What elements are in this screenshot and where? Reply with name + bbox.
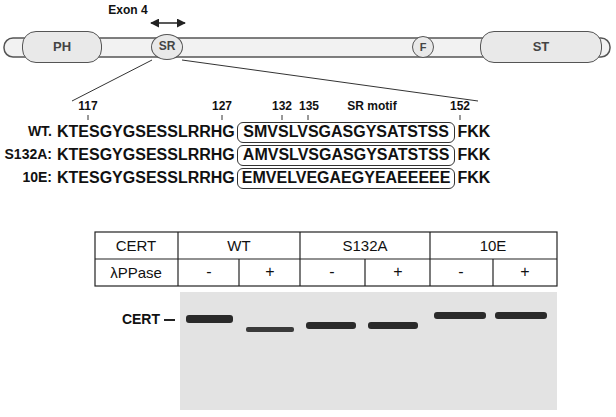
st-domain: ST: [480, 31, 602, 63]
sequence: KTESGYGSESSLRRHG: [57, 169, 235, 187]
band-label: CERT: [122, 312, 160, 327]
sequence: FKK: [457, 146, 490, 164]
sr-domain: SR: [151, 34, 183, 60]
zoom-line: [182, 60, 478, 101]
band: [246, 327, 294, 332]
exon-arrow: [151, 22, 185, 24]
residue-number: 135: [299, 100, 319, 113]
sequence: FKK: [457, 123, 490, 141]
domain-name: SR: [159, 40, 176, 53]
zoom-line: [72, 60, 152, 101]
tick: [460, 115, 461, 120]
band: [186, 315, 233, 323]
domain-name: ST: [533, 40, 550, 54]
exon-label: Exon 4: [108, 4, 147, 17]
table-cell: -: [458, 263, 463, 281]
band: [368, 322, 418, 329]
table-cell: -: [329, 263, 334, 281]
blot-background: [180, 292, 557, 410]
construct-name: S132A:: [5, 147, 52, 162]
table-grid: [95, 232, 557, 286]
sequence-motif: EMVELVEGAEGYEAEEEEE: [242, 169, 451, 187]
tick: [282, 115, 283, 120]
table-rule: [299, 232, 300, 286]
table-rule: [238, 259, 239, 286]
domain-name: PH: [53, 40, 71, 54]
table-rule: [364, 259, 365, 286]
tick: [308, 115, 309, 120]
table-cell: 10E: [480, 238, 507, 255]
sequence: KTESGYGSESSLRRHG: [57, 123, 235, 141]
sequence: KTESGYGSESSLRRHG: [57, 146, 235, 164]
table-cell: WT: [227, 238, 250, 255]
motif-box: EMVELVEGAEGYEAEEEEE: [237, 168, 456, 189]
table-rule: [177, 232, 178, 286]
construct-name: WT.: [28, 124, 52, 139]
blot-bands: [186, 312, 547, 332]
table-border: [95, 232, 557, 286]
band: [495, 312, 547, 319]
f-motif: F: [412, 36, 434, 58]
table-rule: [492, 259, 493, 286]
motif-box: SMVSLVSGASGYSATSTSS: [237, 122, 456, 143]
residue-number: 127: [212, 100, 232, 113]
band: [434, 312, 486, 319]
residue-number: 152: [450, 100, 470, 113]
ph-domain: PH: [22, 31, 102, 63]
table-cell: +: [520, 263, 529, 281]
band: [306, 322, 356, 329]
motif-box: AMVSLVSGASGYSATSTSS: [237, 145, 456, 166]
table-cell: -: [206, 263, 211, 281]
position-ticks: [88, 115, 460, 120]
motif-label: SR motif: [347, 100, 396, 113]
residue-number: 132: [272, 100, 292, 113]
table-rule: [95, 258, 557, 259]
domain-name: F: [420, 41, 427, 53]
table-cell: +: [265, 263, 274, 281]
band-marker: [164, 319, 175, 321]
construct-name: 10E:: [22, 170, 52, 185]
residue-number: 117: [78, 100, 97, 113]
sequence-motif: AMVSLVSGASGYSATSTSS: [243, 146, 450, 164]
sequence: FKK: [457, 169, 490, 187]
sequence-motif: SMVSLVSGASGYSATSTSS: [243, 123, 449, 141]
table-rule: [429, 232, 430, 286]
tick: [222, 115, 223, 120]
table-cell: λPPase: [110, 265, 162, 282]
table-cell: S132A: [342, 238, 387, 255]
table-cell: +: [393, 263, 402, 281]
tick: [88, 115, 89, 120]
table-cell: CERT: [116, 238, 157, 255]
